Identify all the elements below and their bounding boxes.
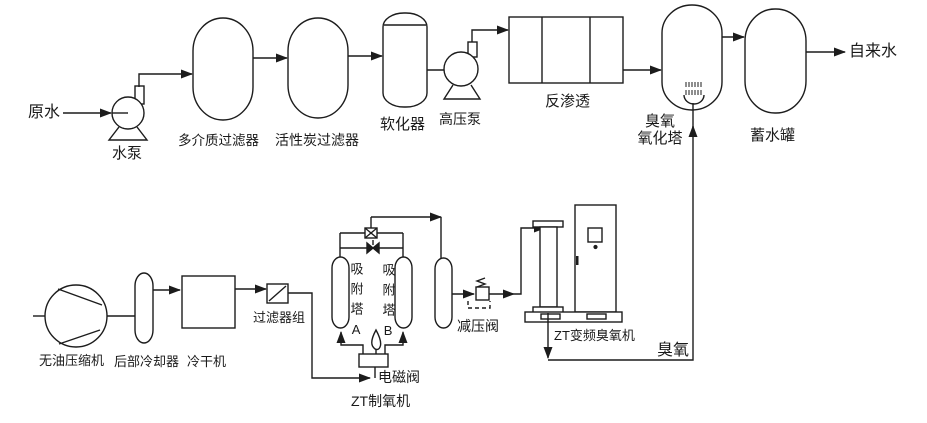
tube-top-flange [532,220,564,228]
solenoid-to-adsorber-b-pipe [384,331,408,354]
label-softener: 软化器 [380,116,426,133]
solenoid-valve-symbol [336,328,408,378]
spring-icon [475,277,487,288]
cold-dryer-box [181,275,236,329]
filter-group-symbol [266,283,289,304]
filter-to-solenoid-pipe [288,292,371,383]
label-storage-tank: 蓄水罐 [750,127,796,144]
bowtie-valve-icon [366,240,380,255]
storage-tank-vessel [744,8,807,114]
door-handle [576,256,579,265]
label-after-cooler: 后部冷却器 [114,354,180,369]
display-panel [587,227,603,243]
label-compressor: 无油压缩机 [39,353,105,368]
carbon-filter-vessel [287,17,349,119]
high-pressure-pump-symbol [442,25,509,100]
x-valve-icon [364,227,378,239]
label-oxygen-generator: ZT制氧机 [351,393,411,409]
adsorber-top-piping [339,212,442,258]
label-multimedia-filter: 多介质过滤器 [178,133,259,148]
label-reducing-valve: 减压阀 [457,318,499,334]
label-cold-dryer: 冷干机 [187,354,227,369]
label-water-pump: 水泵 [112,145,143,162]
pump-to-filter-pipe [138,69,193,87]
solenoid-to-adsorber-a-pipe [336,331,364,354]
label-ozone-tower-line1: 臭氧 [644,113,675,130]
label-adsorber-a: 吸附塔A [348,262,364,344]
ozone-oxidation-tower [661,4,723,111]
label-filter-group: 过滤器组 [253,310,306,325]
label-ozone-tower-line2: 氧化塔 [637,129,683,147]
adsorber-a-vessel [331,256,350,329]
label-ozone-generator: ZT变频臭氧机 [554,328,635,343]
generator-tube [539,226,558,308]
label-solenoid-valve: 电磁阀 [378,369,420,385]
pump-to-ro-pipe [471,25,509,42]
label-ozone-tower: 臭氧 氧化塔 [633,113,687,148]
label-raw-water: 原水 [28,104,61,121]
label-reverse-osmosis: 反渗透 [545,93,591,110]
cabinet [574,204,617,313]
diffuser-icon [685,82,702,95]
buffer-tank-vessel [434,257,453,329]
generator-inlet-pipe [514,223,546,295]
label-high-pressure-pump: 高压泵 [439,111,481,127]
adsorber-b-vessel [394,256,413,329]
label-ozone-gas: 臭氧 [657,342,690,359]
ozone-generator-unit [524,204,623,323]
water-pump-symbol [63,69,193,141]
reducing-valve-symbol [467,277,491,309]
compressor-symbol [33,284,135,348]
multimedia-filter-vessel [192,17,254,121]
label-tap-water: 自来水 [849,43,898,60]
ozone-gas-pipe [543,103,698,361]
label-carbon-filter: 活性炭过滤器 [275,132,359,148]
softener-vessel [382,12,428,108]
diffuser-cup-icon [683,94,705,105]
muffler-icon [371,328,382,351]
label-adsorber-b: 吸附塔B [380,263,396,345]
indicator-dot [593,244,598,250]
skid-base [524,311,623,323]
after-cooler-vessel [134,272,154,344]
reverse-osmosis-module [508,16,624,84]
